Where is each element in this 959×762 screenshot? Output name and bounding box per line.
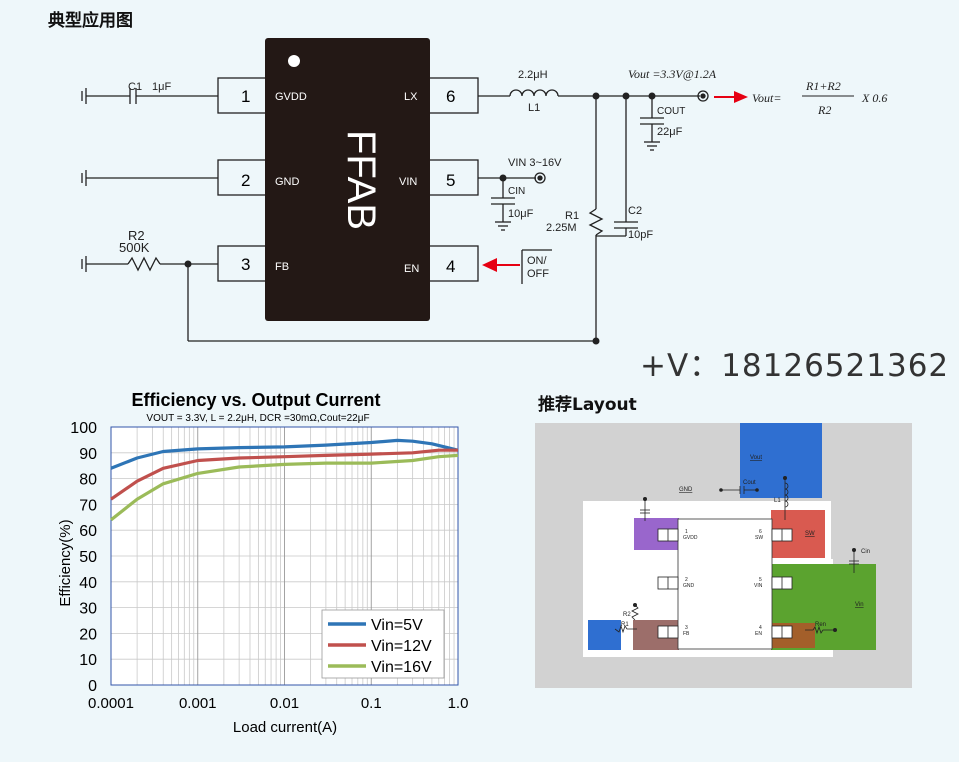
pin-2-name: GND [275, 176, 300, 188]
vout-label: Vout =3.3V@1.2A [628, 67, 717, 81]
pin-4-name: EN [404, 263, 419, 275]
layout-pin3-num: 3 [685, 625, 688, 631]
layout-pin5-name: VIN [754, 583, 763, 589]
formula-suffix: X 0.6 [861, 91, 887, 105]
l1-label: L1 [528, 102, 540, 114]
x-tick-label: 1.0 [448, 695, 469, 712]
pin-3-name: FB [275, 261, 289, 273]
x-axis-label: Load current(A) [233, 719, 337, 736]
legend-label-1: Vin=5V [371, 617, 423, 634]
legend-label-3: Vin=16V [371, 659, 432, 676]
vout-pad [740, 423, 822, 498]
y-tick-label: 60 [79, 523, 97, 540]
vin-label: VIN 3~16V [508, 157, 562, 169]
chip-name: FFAB [339, 130, 383, 230]
layout-pin2-name: GND [683, 583, 695, 589]
layout-pin1-num: 1 [685, 529, 688, 535]
pin-5-name: VIN [399, 176, 417, 188]
chart-title: Efficiency vs. Output Current [131, 390, 380, 410]
cin-value: 10μF [508, 208, 534, 220]
layout-title: 推荐Layout [538, 395, 637, 415]
y-tick-label: 40 [79, 575, 97, 592]
y-tick-label: 90 [79, 446, 97, 463]
pin-1-name: GVDD [275, 91, 307, 103]
formula-numerator: R1+R2 [805, 79, 841, 93]
l1-value: 2.2μH [518, 69, 548, 81]
series-line-1 [110, 438, 459, 470]
y-tick-label: 10 [79, 652, 97, 669]
r2-value: 500K [119, 240, 150, 255]
pin-6-number: 6 [446, 87, 455, 106]
en-label-off: OFF [527, 268, 549, 280]
section-title: 典型应用图 [48, 11, 133, 31]
pin-3-number: 3 [241, 255, 250, 274]
cin-label: CIN [508, 186, 525, 197]
cout-value: 22μF [657, 126, 683, 138]
layout-pin3-name: FB [683, 631, 690, 637]
y-tick-label: 80 [79, 472, 97, 489]
series-line-3 [110, 453, 459, 522]
legend-label-2: Vin=12V [371, 638, 432, 655]
plot-frame [110, 426, 459, 686]
layout-pin4-num: 4 [759, 625, 762, 631]
layout-pin1-name: GVDD [683, 535, 698, 541]
y-tick-label: 0 [88, 678, 97, 695]
r2-label: R2 [128, 228, 145, 243]
layout-vin-label: Vin [855, 602, 864, 608]
r1-pad [588, 620, 621, 650]
pcb-layout: Vout GND Cout L1 SW Cin Vin R2 R1 Ren 1G… [535, 423, 912, 688]
layout-ren-label: Ren [815, 622, 826, 628]
en-label-on: ON/ [527, 255, 548, 267]
layout-pin6-name: SW [755, 535, 763, 541]
y-tick-label: 20 [79, 626, 97, 643]
chip-body [265, 38, 430, 321]
r1-value: 2.25M [546, 222, 577, 234]
y-tick-label: 50 [79, 549, 97, 566]
en-arrow-icon [482, 258, 497, 272]
contact-phone: +V：18126521362 [640, 348, 950, 384]
chart-subtitle: VOUT = 3.3V, L = 2.2μH, DCR =30mΩ,Cout=2… [146, 413, 369, 424]
x-tick-label: 0.001 [179, 695, 217, 712]
c1-value: 1μF [152, 81, 171, 93]
layout-l1-label: L1 [774, 498, 781, 504]
layout-pin6-num: 6 [759, 529, 762, 535]
schematic-diagram: FFAB 1 2 3 6 5 4 GVDD GND FB LX VIN EN C… [81, 38, 887, 345]
layout-pin4-name: EN [755, 631, 762, 637]
layout-cin-label: Cin [861, 549, 870, 555]
pin-1-number: 1 [241, 87, 250, 106]
formula-denominator: R2 [817, 103, 831, 117]
x-tick-label: 0.0001 [88, 695, 134, 712]
x-tick-label: 0.01 [270, 695, 299, 712]
y-tick-label: 100 [70, 420, 97, 437]
layout-sw-label: SW [805, 531, 815, 537]
y-tick-label: 30 [79, 601, 97, 618]
layout-gnd-label: GND [679, 487, 693, 493]
pin-4-number: 4 [446, 257, 455, 276]
pin-5-number: 5 [446, 171, 455, 190]
pin-6-name: LX [404, 91, 418, 103]
x-tick-label: 0.1 [361, 695, 382, 712]
y-tick-label: 70 [79, 497, 97, 514]
efficiency-chart: Efficiency vs. Output Current VOUT = 3.3… [57, 390, 469, 736]
layout-cout-label: Cout [743, 480, 756, 486]
c2-label: C2 [628, 205, 642, 217]
c2-value: 10pF [628, 229, 653, 241]
ic-footprint [677, 518, 773, 650]
r1-label: R1 [565, 210, 579, 222]
c1-label: C1 [128, 81, 142, 93]
y-axis-label: Efficiency(%) [57, 519, 74, 606]
layout-pin5-num: 5 [759, 577, 762, 583]
layout-vout-label: Vout [750, 455, 762, 461]
series-line-2 [110, 448, 458, 501]
layout-r2-label: R2 [623, 612, 631, 618]
pin-2-number: 2 [241, 171, 250, 190]
layout-pin2-num: 2 [685, 577, 688, 583]
cout-label: COUT [657, 106, 685, 117]
layout-r1-label: R1 [621, 622, 629, 628]
formula-prefix: Vout= [752, 91, 781, 105]
vout-arrow-icon [734, 91, 748, 103]
